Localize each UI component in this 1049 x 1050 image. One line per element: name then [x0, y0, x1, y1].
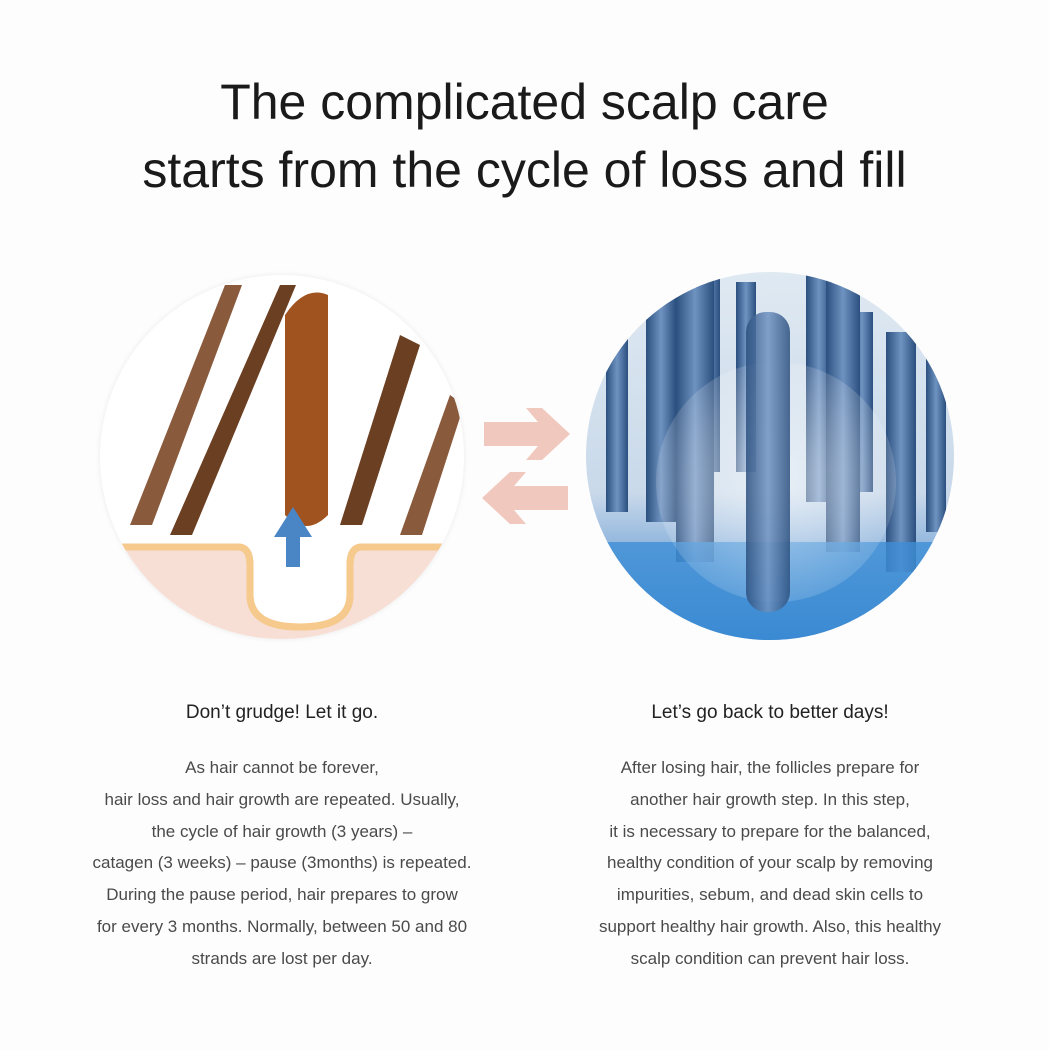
body-line: strands are lost per day.: [191, 948, 373, 968]
body-line: another hair growth step. In this step,: [630, 789, 910, 809]
body-line: support healthy hair growth. Also, this …: [598, 916, 942, 936]
hair-loss-illustration: [100, 275, 464, 639]
page-title: The complicated scalp care starts from t…: [0, 68, 1049, 204]
scalp-follicle-illustration: [586, 272, 954, 640]
body-line: healthy condition of your scalp by remov…: [606, 853, 933, 873]
body-line: catagen (3 weeks) – pause (3months) is r…: [92, 853, 472, 873]
body-line: As hair cannot be forever,: [185, 758, 379, 777]
body-line: for every 3 months. Normally, between 50…: [96, 916, 468, 936]
section-heading: Let’s go back to better days!: [651, 702, 889, 723]
arrow-up-icon: [274, 507, 312, 567]
body-line: the cycle of hair growth (3 years) –: [151, 821, 413, 841]
cycle-arrows-icon: [482, 408, 570, 524]
body-line: During the pause period, hair prepares t…: [106, 885, 458, 905]
body-line: it is necessary to prepare for the balan…: [609, 821, 931, 841]
hair-loss-section: Don’t grudge! Let it go. As hair cannot …: [42, 698, 522, 975]
title-line-2: starts from the cycle of loss and fill: [142, 142, 907, 198]
body-line: impurities, sebum, and dead skin cells t…: [616, 885, 924, 905]
section-heading: Don’t grudge! Let it go.: [185, 702, 379, 723]
title-line-1: The complicated scalp care: [220, 74, 829, 130]
body-line: After losing hair, the follicles prepare…: [620, 758, 920, 777]
body-line: scalp condition can prevent hair loss.: [630, 948, 910, 968]
hair-growth-section: Let’s go back to better days! After losi…: [530, 698, 1010, 975]
body-line: hair loss and hair growth are repeated. …: [104, 789, 460, 809]
